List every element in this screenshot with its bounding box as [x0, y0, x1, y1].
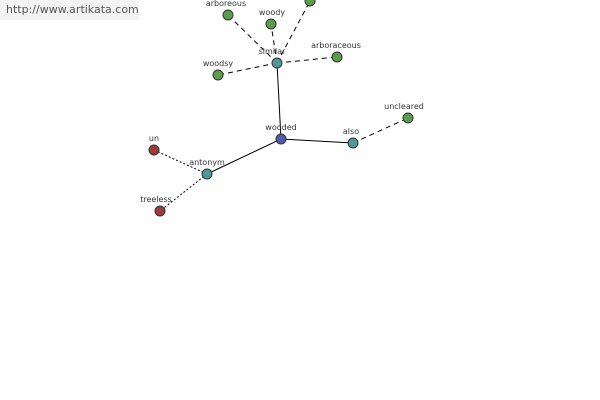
- edge-wooded-similar: [276, 62, 282, 140]
- node-label-uncleared: uncleared: [384, 102, 424, 111]
- node-label-arboraceous: arboraceous: [311, 41, 361, 50]
- node-label-un: un: [149, 134, 159, 143]
- edge-similar-top-cut: [276, 0, 311, 64]
- edge-similar-woody: [270, 23, 278, 64]
- node-arboreous[interactable]: [222, 9, 234, 21]
- node-woody[interactable]: [265, 18, 277, 30]
- edge-similar-arboreous: [227, 14, 278, 64]
- node-label-treeless: treeless: [140, 195, 172, 204]
- node-woodsy[interactable]: [212, 69, 224, 81]
- node-arboraceous[interactable]: [331, 51, 343, 63]
- node-label-woodsy: woodsy: [203, 59, 234, 68]
- edge-antonym-treeless: [159, 173, 208, 212]
- edge-similar-woodsy: [217, 62, 278, 76]
- edges-layer: [153, 0, 409, 212]
- labels-layer: wooded similar also antonym arboreous woody ar…: [140, 0, 424, 204]
- node-antonym[interactable]: [201, 168, 213, 180]
- edge-also-uncleared: [352, 117, 409, 144]
- nodes-layer: [148, 0, 414, 217]
- node-label-antonym: antonym: [189, 158, 225, 167]
- edge-wooded-antonym: [206, 138, 282, 175]
- node-label-arboreous: arboreous: [206, 0, 246, 8]
- node-also[interactable]: [347, 137, 359, 149]
- node-label-similar: similar: [259, 47, 287, 56]
- node-label-wooded: wooded: [265, 123, 296, 132]
- node-similar[interactable]: [271, 57, 283, 69]
- node-treeless[interactable]: [154, 205, 166, 217]
- node-label-also: also: [343, 127, 359, 136]
- node-un[interactable]: [148, 144, 160, 156]
- node-uncleared[interactable]: [402, 112, 414, 124]
- edge-wooded-also: [280, 138, 354, 144]
- node-top-cut[interactable]: [304, 0, 316, 7]
- node-wooded[interactable]: [275, 133, 287, 145]
- edge-similar-arboraceous: [276, 56, 338, 64]
- node-label-woody: woody: [259, 8, 285, 17]
- watermark-url: http://www.artikata.com: [0, 0, 139, 20]
- edge-antonym-un: [153, 149, 208, 175]
